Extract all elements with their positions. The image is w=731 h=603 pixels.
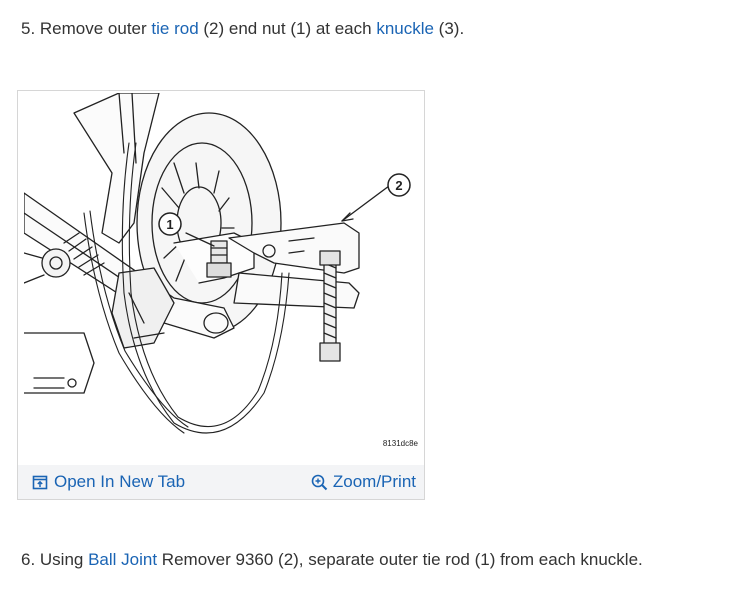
open-new-tab-icon: [32, 475, 48, 489]
zoom-in-icon: [311, 474, 328, 490]
callout-1-label: 1: [166, 217, 173, 232]
open-in-new-tab-label: Open In New Tab: [54, 472, 186, 491]
step-5-prefix: 5. Remove outer: [21, 19, 152, 38]
zoom-print-label: Zoom/Print: [332, 472, 416, 491]
ball-joint-link[interactable]: Ball Joint: [88, 550, 158, 569]
step-6-prefix: 6. Using: [21, 550, 89, 569]
knuckle-link[interactable]: knuckle: [376, 19, 434, 38]
image-code-label: 8131dc8e: [382, 439, 418, 448]
tie-rod-link[interactable]: tie rod: [151, 19, 199, 38]
callout-1-circle: [158, 212, 182, 236]
tie-rod-diagram[interactable]: 1 2 8131dc8e: [24, 93, 424, 457]
diagram-illustration: 1 2: [24, 93, 411, 434]
open-in-new-tab-button[interactable]: Open In New Tab: [32, 471, 185, 493]
figure-toolbar: Open In New Tab Zoom/Print: [18, 465, 424, 499]
figure-container: 1 2 8131dc8e Open In New Tab Zoom/Print: [17, 90, 425, 500]
callout-2-circle: [387, 173, 411, 197]
zoom-print-button[interactable]: Zoom/Print: [311, 471, 416, 493]
step-5-text: 5. Remove outer tie rod (2) end nut (1) …: [21, 18, 464, 40]
step-5-middle: (2) end nut (1) at each: [198, 19, 377, 38]
step-5-suffix: (3).: [433, 19, 465, 38]
step-6-suffix: Remover 9360 (2), separate outer tie rod…: [157, 550, 643, 569]
step-6-text: 6. Using Ball Joint Remover 9360 (2), se…: [21, 549, 643, 571]
callout-2-label: 2: [395, 178, 402, 193]
